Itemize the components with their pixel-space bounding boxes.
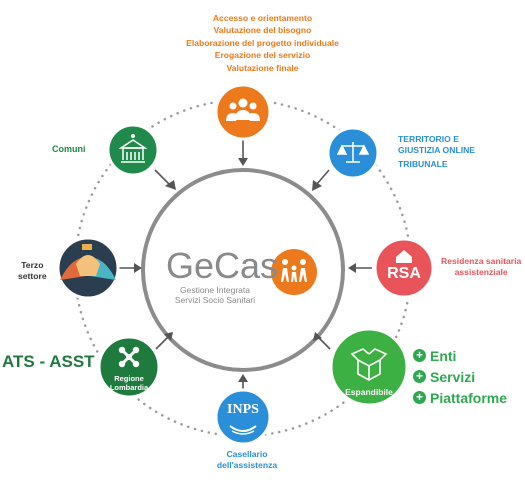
- arrowhead-rsa: [348, 263, 356, 273]
- center-family: [271, 249, 317, 295]
- expandable-item-label: Enti: [430, 347, 457, 364]
- espandibile-label: Espandibile: [345, 387, 393, 397]
- terzo-line2: settore: [18, 271, 47, 281]
- regione-lombardia-rose-icon: [118, 346, 140, 368]
- expandable-item: + Enti: [413, 345, 507, 366]
- plus-icon: +: [413, 349, 426, 362]
- house-icon: [396, 250, 412, 263]
- arrowhead-tribunale: [312, 180, 322, 191]
- terzo-line1: Terzo: [21, 260, 44, 270]
- tribunale-line1: TERRITORIO E: [398, 134, 459, 144]
- arrowhead-comuni: [165, 180, 176, 190]
- gecas-subtitle-line1: Gestione Integrata: [180, 285, 250, 295]
- connector-arrows: [118, 135, 372, 392]
- tribunale-label: TERRITORIO E GIUSTIZIA ONLINE TRIBUNALE: [398, 134, 475, 170]
- process-steps-list: Accesso e orientamento Valutazione del b…: [0, 12, 525, 74]
- node-rsa: [373, 237, 435, 299]
- arrow-espandibile: [317, 336, 331, 350]
- casellario-line2: dell'assistenza: [216, 460, 278, 470]
- inps-badge: INPS: [227, 402, 259, 417]
- node-terzo-settore: [56, 236, 120, 300]
- center-circle: [141, 168, 345, 372]
- regione-line2: Lombardia: [109, 383, 149, 392]
- process-step: Elaborazione del progetto individuale: [186, 37, 339, 48]
- open-box-icon: [350, 348, 388, 381]
- arrow-comuni: [154, 169, 171, 186]
- scales-of-justice-icon: [336, 142, 370, 163]
- expandable-item: + Piattaforme: [413, 387, 507, 408]
- arrow-tribunale: [316, 169, 330, 185]
- node-people: [214, 83, 272, 141]
- regione-line1: Regione: [114, 374, 144, 383]
- regione-label: Regione Lombardia: [99, 374, 159, 392]
- rsa-label: Residenza sanitaria assistenziale: [441, 256, 521, 278]
- gecas-logo-text: GeCas: [166, 245, 279, 286]
- arrowhead-espandibile: [313, 332, 322, 341]
- arrowhead-regione: [164, 332, 173, 341]
- plus-icon: +: [413, 370, 426, 383]
- terzo-settore-label: Terzo settore: [18, 260, 47, 282]
- process-step: Valutazione del bisogno: [213, 25, 312, 36]
- node-espandibile: [329, 327, 409, 407]
- rsa-line1: Residenza sanitaria: [441, 256, 522, 266]
- casellario-label: Casellario dell'assistenza: [197, 449, 297, 471]
- arrow-regione: [155, 336, 169, 350]
- process-step: Erogazione del servizio: [214, 50, 311, 61]
- rsa-badge: RSA: [387, 265, 421, 282]
- process-step: Valutazione finale: [226, 62, 299, 73]
- casellario-line1: Casellario: [226, 449, 268, 459]
- ats-asst-label: ATS - ASST: [2, 352, 95, 371]
- arrowhead-terzo: [134, 263, 142, 273]
- expandable-item-label: Piattaforme: [430, 389, 508, 406]
- expandable-item: + Servizi: [413, 366, 507, 387]
- family-icon: [281, 259, 307, 282]
- rsa-line2: assistenziale: [454, 267, 508, 277]
- tribunale-line3: TRIBUNALE: [398, 159, 448, 169]
- process-step: Accesso e orientamento: [212, 13, 313, 23]
- node-inps: [214, 388, 272, 446]
- people-group-icon: [226, 98, 260, 121]
- plus-icon: +: [413, 391, 426, 404]
- arrowhead-inps: [238, 374, 248, 382]
- tribunale-line2: GIUSTIZIA ONLINE: [398, 145, 476, 155]
- inps-swirl-icon: [229, 425, 257, 432]
- arrowhead-top: [238, 158, 248, 166]
- node-tribunale: [326, 126, 380, 180]
- expandable-item-label: Servizi: [430, 368, 476, 385]
- expandable-items-list: + Enti + Servizi + Piattaforme: [413, 345, 507, 408]
- comuni-label: Comuni: [52, 144, 86, 154]
- node-regione-lombardia: [97, 335, 161, 399]
- hands-together-icon: [60, 244, 116, 280]
- node-comuni: [106, 123, 160, 177]
- gecas-subtitle-line2: Servizi Socio Sanitari: [174, 295, 256, 305]
- town-hall-icon: [118, 134, 148, 163]
